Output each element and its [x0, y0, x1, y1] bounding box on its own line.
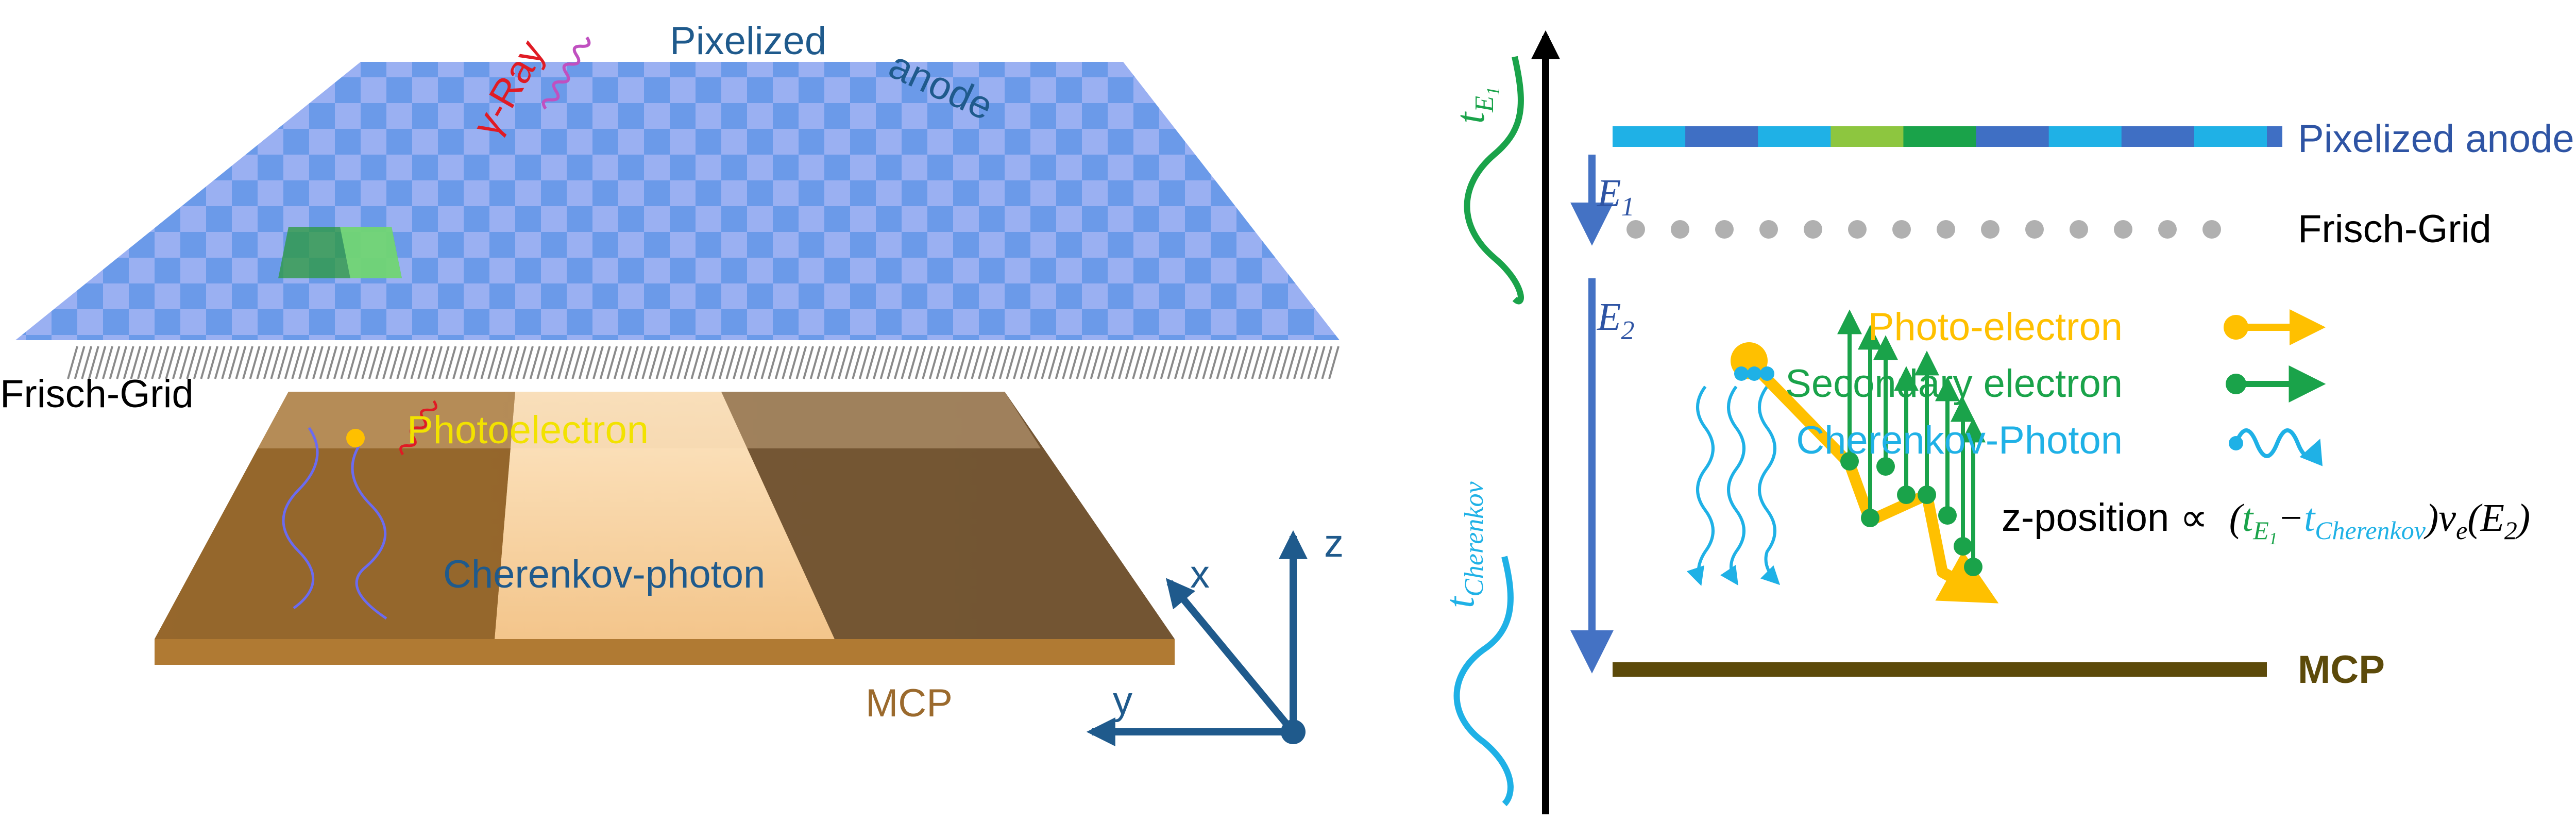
cherenkov-wave-3 [1758, 386, 1781, 585]
frisch-grid-dot [2070, 220, 2088, 239]
frisch-grid-dot [2202, 220, 2221, 239]
cherenkov-squiggle-1 [282, 427, 319, 610]
anode-pixel-segment [2194, 126, 2267, 147]
pixelized-anode-plane [15, 62, 1340, 340]
left-3d-illustration: Pixelized anode γ-Ray Frisch-Grid Photoe… [0, 19, 1344, 746]
frisch-grid-dot [1848, 220, 1867, 239]
frisch-grid-dot [1981, 220, 1999, 239]
secondary-electron-origin [1840, 452, 1859, 471]
pulse-t-cherenkov [1453, 556, 1514, 807]
legend-cherenkov-photon-label: Cherenkov-Photon [1796, 418, 2123, 462]
legend-photo-electron-dot [2224, 315, 2248, 340]
cherenkov-wave-2 [1720, 386, 1745, 585]
legend: Photo-electron Secondary electron Cheren… [1785, 305, 2326, 466]
z-position-formula: z-position ∝ (tE1−tCherenkov)ve(E2) [2002, 496, 2530, 548]
anode-pixel-segment [1976, 126, 2049, 147]
photo-electron-track [1745, 357, 1999, 604]
frisch-grid-dot [2158, 220, 2177, 239]
event-illustration [1686, 309, 1999, 604]
anode-pixel-segment [1903, 126, 1977, 147]
label-t-e1: tE1 [1448, 87, 1503, 124]
label-pixelized-anode: Pixelized anode [2298, 117, 2574, 161]
label-frisch-grid-left: Frisch-Grid [0, 372, 194, 416]
frisch-grid-dot [1626, 220, 1645, 239]
anode-bar-end-cap [2267, 126, 2282, 147]
legend-cherenkov-photon-dot [2229, 436, 2243, 450]
legend-photo-electron-label: Photo-electron [1868, 305, 2123, 349]
label-cherenkov-photon: Cherenkov-photon [443, 553, 765, 596]
axis-label-x: x [1190, 553, 1210, 596]
right-schematic: tE1 tCherenkov Pixelized anode Frisch-Gr… [1437, 30, 2574, 814]
label-e2: E2 [1597, 295, 1634, 345]
mcp-slab [155, 392, 1175, 665]
legend-cherenkov-photon-wave [2234, 428, 2323, 466]
frisch-grid-dot [1937, 220, 1955, 239]
coordinate-axes [1086, 530, 1308, 746]
frisch-grid-dot [2114, 220, 2132, 239]
anode-pixel-segment [1613, 126, 1686, 147]
secondary-electrons [1837, 309, 1986, 576]
secondary-electron-origin [1938, 506, 1957, 525]
frisch-grid-dot [1804, 220, 1822, 239]
label-mcp-left: MCP [866, 681, 953, 725]
cherenkov-squiggle-2 [351, 442, 387, 620]
secondary-electron-origin [1861, 509, 1879, 527]
secondary-electron-origin [1897, 486, 1916, 504]
cherenkov-wave-1 [1686, 386, 1715, 586]
frisch-grid-dot [2025, 220, 2044, 239]
frisch-grid-wires [67, 346, 1340, 379]
frisch-grid-dot [1892, 220, 1911, 239]
frisch-grid-dot [1759, 220, 1778, 239]
secondary-electron-origin [1964, 558, 1982, 576]
legend-secondary-electron-dot [2226, 374, 2246, 394]
anode-pixel-segment [2121, 126, 2195, 147]
mcp-bar [1613, 662, 2267, 677]
pixelized-anode-bar [1613, 126, 2282, 147]
secondary-electron-origin [1918, 486, 1936, 504]
label-pixelized: Pixelized [670, 19, 826, 63]
label-photoelectron: Photoelectron [407, 408, 649, 452]
label-frisch-grid-right: Frisch-Grid [2298, 207, 2492, 251]
frisch-grid-dots [1626, 220, 2221, 239]
frisch-grid-dot [1715, 220, 1734, 239]
frisch-grid-dot [1671, 220, 1689, 239]
axis-label-z: z [1324, 522, 1344, 565]
anode-pixel-segment [1831, 126, 1904, 147]
gamma-ray-wave-lower [399, 400, 437, 456]
label-e1: E1 [1597, 172, 1634, 222]
cherenkov-emit-dot-3 [1760, 366, 1774, 381]
cherenkov-emit-dot-1 [1734, 366, 1749, 381]
anode-pixel-segment [1758, 126, 1832, 147]
secondary-electron-origin [1954, 537, 1972, 556]
gamma-ray-wave [541, 36, 591, 110]
axes-origin [1281, 719, 1306, 744]
anode-pixel-segment [1685, 126, 1759, 147]
pulse-t-e1 [1464, 56, 1524, 305]
label-t-cherenkov: tCherenkov [1437, 481, 1489, 608]
anode-pixel-segment [2048, 126, 2122, 147]
axis-label-y: y [1113, 679, 1132, 723]
secondary-electron-origin [1876, 457, 1895, 476]
label-mcp-right: MCP [2298, 648, 2385, 692]
legend-secondary-electron-label: Secondary electron [1785, 362, 2123, 406]
cherenkov-emit-dot-2 [1747, 366, 1761, 381]
photoelectron-dot [346, 429, 365, 447]
